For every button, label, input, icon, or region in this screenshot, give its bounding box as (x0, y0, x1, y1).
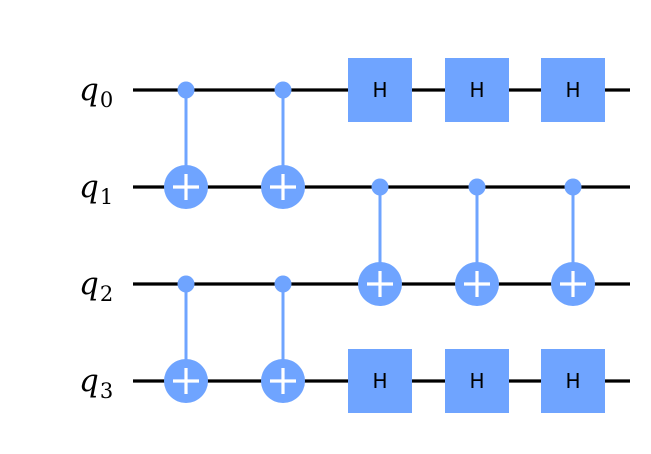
control-dot (177, 275, 195, 293)
control-dot (274, 275, 292, 293)
cnot-gate (261, 275, 305, 403)
control-dot (274, 81, 292, 99)
qubit-label-0: q0 (79, 72, 113, 112)
qubit-index: 2 (100, 282, 113, 306)
cnot-gate (164, 81, 208, 209)
hadamard-label: H (469, 369, 484, 393)
control-dot (177, 81, 195, 99)
hadamard-gate: H (445, 349, 509, 413)
hadamard-label: H (469, 78, 484, 102)
cnot-gate (261, 81, 305, 209)
qubit-label-3: q3 (79, 363, 113, 403)
hadamard-box (541, 349, 605, 413)
hadamard-label: H (372, 369, 387, 393)
qubit-name: q (79, 72, 99, 108)
hadamard-label: H (565, 369, 580, 393)
cnot-gate (164, 275, 208, 403)
qubit-index: 1 (100, 185, 113, 209)
qubit-label-1: q1 (79, 169, 113, 209)
hadamard-box (445, 349, 509, 413)
cnot-gate (358, 178, 402, 306)
qubit-label-2: q2 (79, 266, 113, 306)
cnot-gate (551, 178, 595, 306)
control-dot (564, 178, 582, 196)
hadamard-gate: H (445, 58, 509, 122)
hadamard-box (541, 58, 605, 122)
hadamard-box (348, 349, 412, 413)
hadamard-label: H (565, 78, 580, 102)
cnot-gate (455, 178, 499, 306)
qubit-name: q (79, 266, 99, 302)
hadamard-gate: H (348, 349, 412, 413)
hadamard-gate: H (541, 349, 605, 413)
hadamard-box (445, 58, 509, 122)
qubit-index: 3 (100, 379, 113, 403)
qubit-name: q (79, 169, 99, 205)
control-dot (468, 178, 486, 196)
qubit-name: q (79, 363, 99, 399)
hadamard-gate: H (541, 58, 605, 122)
qubit-index: 0 (100, 88, 113, 112)
gates: H H H H H H (164, 58, 605, 413)
hadamard-box (348, 58, 412, 122)
hadamard-label: H (372, 78, 387, 102)
hadamard-gate: H (348, 58, 412, 122)
control-dot (371, 178, 389, 196)
